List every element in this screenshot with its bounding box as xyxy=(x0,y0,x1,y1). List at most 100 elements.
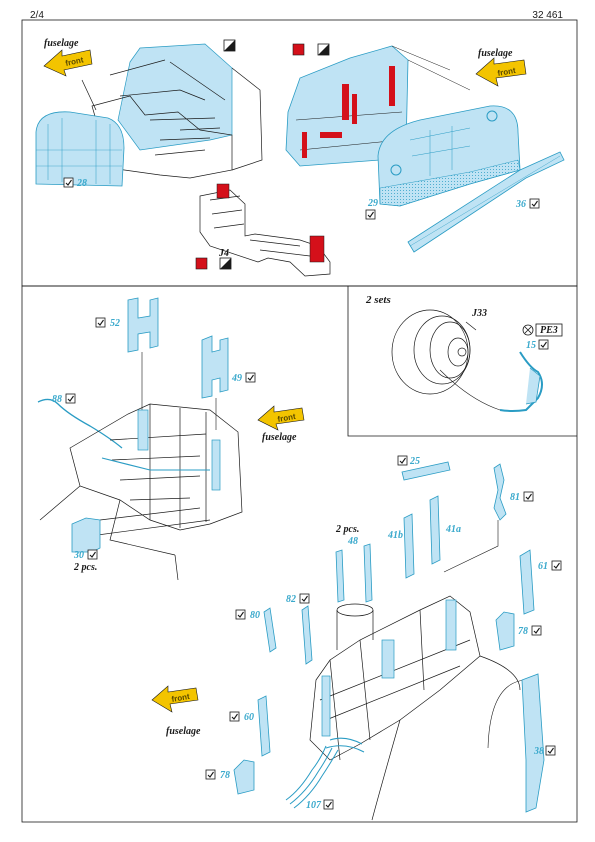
part-j4 xyxy=(199,189,331,277)
red-paint-area xyxy=(309,235,325,263)
bend-icon xyxy=(219,257,232,270)
paint-red-icon xyxy=(292,43,305,56)
arrow-front-label: front xyxy=(171,692,191,704)
part-number-80: 80 xyxy=(250,610,260,621)
part-82 xyxy=(301,605,313,665)
part-number-48: 48 xyxy=(347,536,358,547)
part-52 xyxy=(127,297,159,353)
instrument-panel-view xyxy=(285,45,471,167)
fuselage-label: fuselage xyxy=(262,432,297,443)
inset-frame xyxy=(347,286,577,437)
front-arrow-icon: front xyxy=(151,685,199,713)
check-icon xyxy=(551,560,562,571)
check-icon xyxy=(95,317,106,328)
front-arrow-icon: front xyxy=(257,405,305,431)
check-icon xyxy=(545,745,556,756)
arrow-front-label: front xyxy=(65,55,85,68)
part-88-wire xyxy=(37,398,123,449)
part-61 xyxy=(519,549,535,615)
kit-part-label: J4 xyxy=(218,248,229,259)
check-icon xyxy=(65,393,76,404)
fuselage-label: fuselage xyxy=(166,726,201,737)
part-number-41a: 41a xyxy=(445,524,461,535)
part-number-49: 49 xyxy=(231,373,242,384)
part-36-strip xyxy=(407,151,565,253)
bend-icon xyxy=(317,43,330,56)
check-icon xyxy=(323,799,334,810)
part-number-61: 61 xyxy=(538,561,548,572)
part-28-panel xyxy=(35,111,125,187)
check-icon xyxy=(299,593,310,604)
part-81 xyxy=(493,463,507,521)
part-number-36: 36 xyxy=(515,199,526,210)
part-78 xyxy=(495,611,515,651)
inset-title: 2 sets xyxy=(365,294,391,306)
check-icon xyxy=(365,209,376,220)
arrow-front-label: front xyxy=(497,66,517,78)
part-78 xyxy=(233,759,255,795)
kit-part-label: J33 xyxy=(471,308,487,319)
part-15-bracket xyxy=(439,351,543,412)
check-icon xyxy=(523,491,534,502)
part-41b xyxy=(403,513,415,579)
cockpit-left-view xyxy=(81,43,263,179)
part-60 xyxy=(257,695,271,757)
part-number-41b: 41b xyxy=(387,530,403,541)
leader-line xyxy=(443,520,499,573)
part-29-panel xyxy=(377,105,521,207)
part-number-82: 82 xyxy=(286,594,296,605)
check-icon xyxy=(538,339,549,350)
set-number: 32 461 xyxy=(532,10,563,21)
part-49 xyxy=(201,335,229,399)
paint-red-icon xyxy=(195,257,208,270)
check-icon xyxy=(529,198,540,209)
remove-icon xyxy=(522,324,534,336)
part-48 xyxy=(363,543,373,603)
cockpit-side-assembly xyxy=(39,403,243,581)
quantity-label: 2 pcs. xyxy=(335,524,359,535)
part-38 xyxy=(487,673,545,813)
check-icon xyxy=(87,549,98,560)
part-48 xyxy=(335,549,345,603)
check-icon xyxy=(397,455,408,466)
arrow-front-label: front xyxy=(277,412,297,424)
check-icon xyxy=(63,177,74,188)
red-paint-area xyxy=(216,183,230,199)
part-number-81: 81 xyxy=(510,492,520,503)
part-107-wires xyxy=(285,745,339,809)
fold-icon xyxy=(223,39,236,52)
check-icon xyxy=(205,769,216,780)
check-icon xyxy=(531,625,542,636)
part-number-25: 25 xyxy=(409,456,420,467)
check-icon xyxy=(245,372,256,383)
part-80 xyxy=(263,607,277,653)
check-icon xyxy=(235,609,246,620)
pe-reference-box xyxy=(535,323,563,337)
part-number-78: 78 xyxy=(518,626,528,637)
lower-panel-frame xyxy=(21,285,578,823)
fuselage-label: fuselage xyxy=(44,38,79,49)
wheel-dome xyxy=(391,309,477,395)
part-number-107: 107 xyxy=(306,800,322,811)
part-number-60: 60 xyxy=(244,712,254,723)
fuselage-label: fuselage xyxy=(478,48,513,59)
part-number-78: 78 xyxy=(220,770,230,781)
page-number: 2/4 xyxy=(30,10,44,21)
part-number-28: 28 xyxy=(76,178,87,189)
part-number-29: 29 xyxy=(367,198,378,209)
fuselage-assembly xyxy=(309,595,521,821)
part-number-15: 15 xyxy=(526,340,536,351)
part-41a xyxy=(429,495,441,565)
quantity-label: 2 pcs. xyxy=(73,562,97,573)
part-number-88: 88 xyxy=(52,394,62,405)
pe-reference: PE3 xyxy=(540,325,558,336)
check-icon xyxy=(229,711,240,722)
part-number-38: 38 xyxy=(533,746,544,757)
front-arrow-icon: front xyxy=(43,49,93,77)
part-number-30: 30 xyxy=(73,550,84,561)
part-number-52: 52 xyxy=(110,318,120,329)
part-30 xyxy=(71,517,101,553)
part-25 xyxy=(401,461,451,481)
front-arrow-icon: front xyxy=(475,57,527,87)
